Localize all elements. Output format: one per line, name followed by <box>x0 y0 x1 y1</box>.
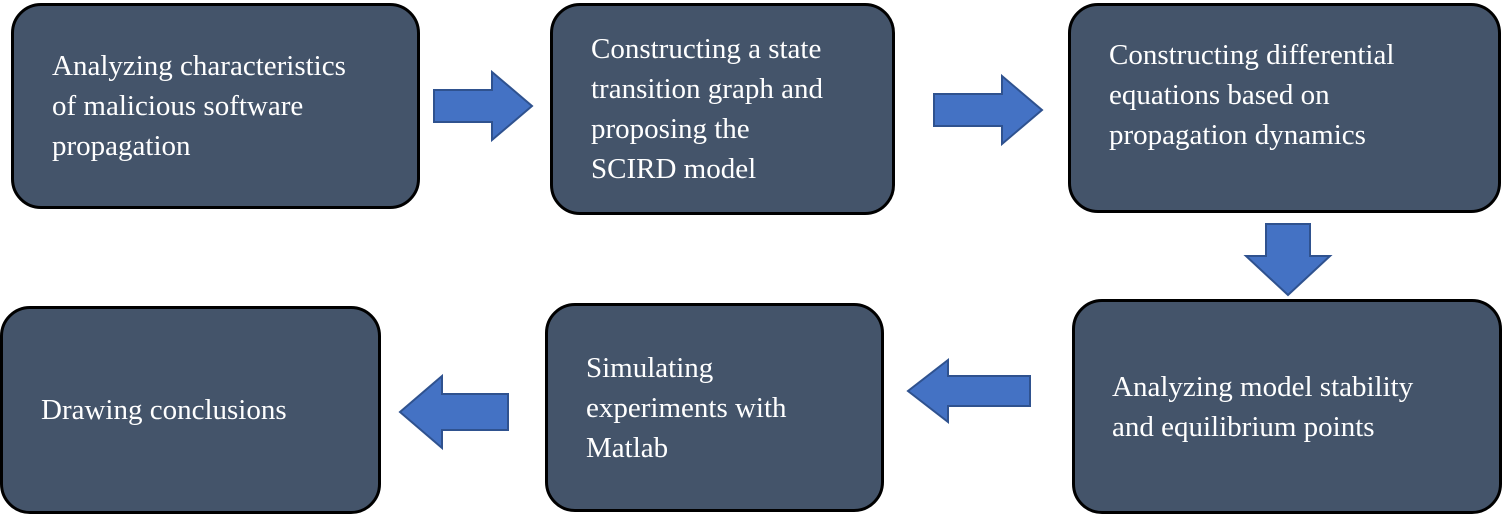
arrow-right-icon <box>433 69 534 143</box>
step-label: Analyzing characteristics of malicious s… <box>52 50 346 162</box>
arrow-left-icon <box>906 357 1031 425</box>
step-box-state-transition-graph: Constructing a state transition graph an… <box>550 3 895 215</box>
step-label: Constructing a state transition graph an… <box>591 33 823 185</box>
step-label: Analyzing model stability and equilibriu… <box>1112 370 1414 443</box>
step-box-stability-analysis: Analyzing model stability and equilibriu… <box>1072 299 1502 514</box>
step-box-analyzing-characteristics: Analyzing characteristics of malicious s… <box>11 3 420 209</box>
step-label: Simulating experiments with Matlab <box>586 351 787 464</box>
step-box-matlab-simulation: Simulating experiments with Matlab <box>545 303 884 512</box>
arrow-right-icon <box>933 73 1044 147</box>
step-label: Constructing differential equations base… <box>1109 39 1395 151</box>
arrow-left-icon <box>398 373 509 451</box>
step-box-differential-equations: Constructing differential equations base… <box>1068 3 1501 213</box>
step-box-drawing-conclusions: Drawing conclusions <box>0 306 381 514</box>
step-label: Drawing conclusions <box>41 394 287 426</box>
arrow-down-icon <box>1243 223 1333 297</box>
